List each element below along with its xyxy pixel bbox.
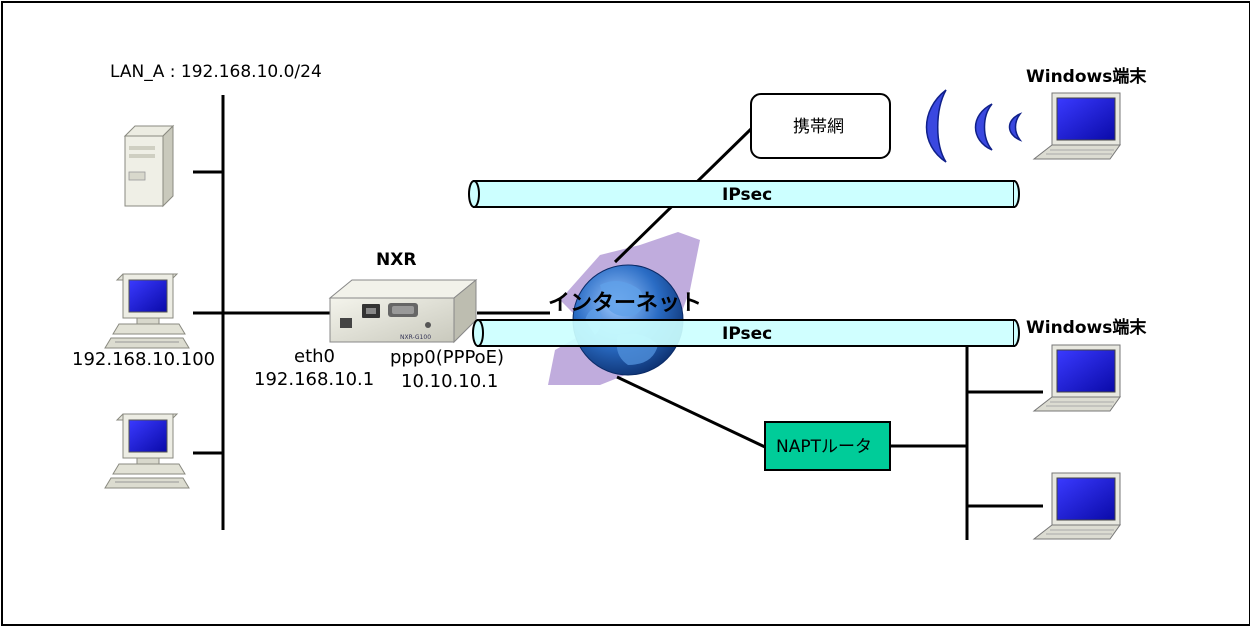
nxr-panel-text: NXR-G100	[400, 334, 431, 341]
wireless-signal-icon	[925, 89, 1023, 163]
ipsec-tunnel-upper: IPsec	[468, 180, 1020, 208]
napt-router-label: NAPTルータ	[776, 437, 872, 457]
pc-address-label: 192.168.10.100	[72, 349, 215, 370]
ppp0-if-label: ppp0(PPPoE)	[390, 347, 504, 368]
laptop-icon	[1033, 92, 1121, 160]
ipsec-tunnel-lower: IPsec	[472, 319, 1020, 347]
lan-label: LAN_A : 192.168.10.0/24	[110, 62, 322, 82]
nxr-router-icon: NXR-G100	[328, 278, 478, 344]
desktop-pc-icon	[104, 413, 190, 489]
ipsec-label: IPsec	[722, 185, 772, 205]
eth0-address-label: 192.168.10.1	[254, 369, 374, 390]
desktop-pc-icon	[104, 273, 190, 349]
mobile-network-label: 携帯網	[793, 117, 844, 137]
laptop-icon	[1033, 472, 1121, 540]
napt-router-box	[764, 421, 891, 471]
nxr-label: NXR	[376, 250, 416, 270]
mobile-network-box	[750, 93, 891, 159]
server-icon	[124, 125, 174, 207]
laptop-icon	[1033, 344, 1121, 412]
eth0-if-label: eth0	[294, 346, 335, 367]
ppp0-address-label: 10.10.10.1	[401, 371, 498, 392]
internet-label: インターネット	[548, 291, 702, 316]
ipsec-label: IPsec	[722, 324, 772, 344]
napt-link	[616, 375, 766, 449]
windows-terminal-label: Windows端末	[1026, 317, 1147, 338]
windows-terminal-label: Windows端末	[1026, 66, 1147, 87]
